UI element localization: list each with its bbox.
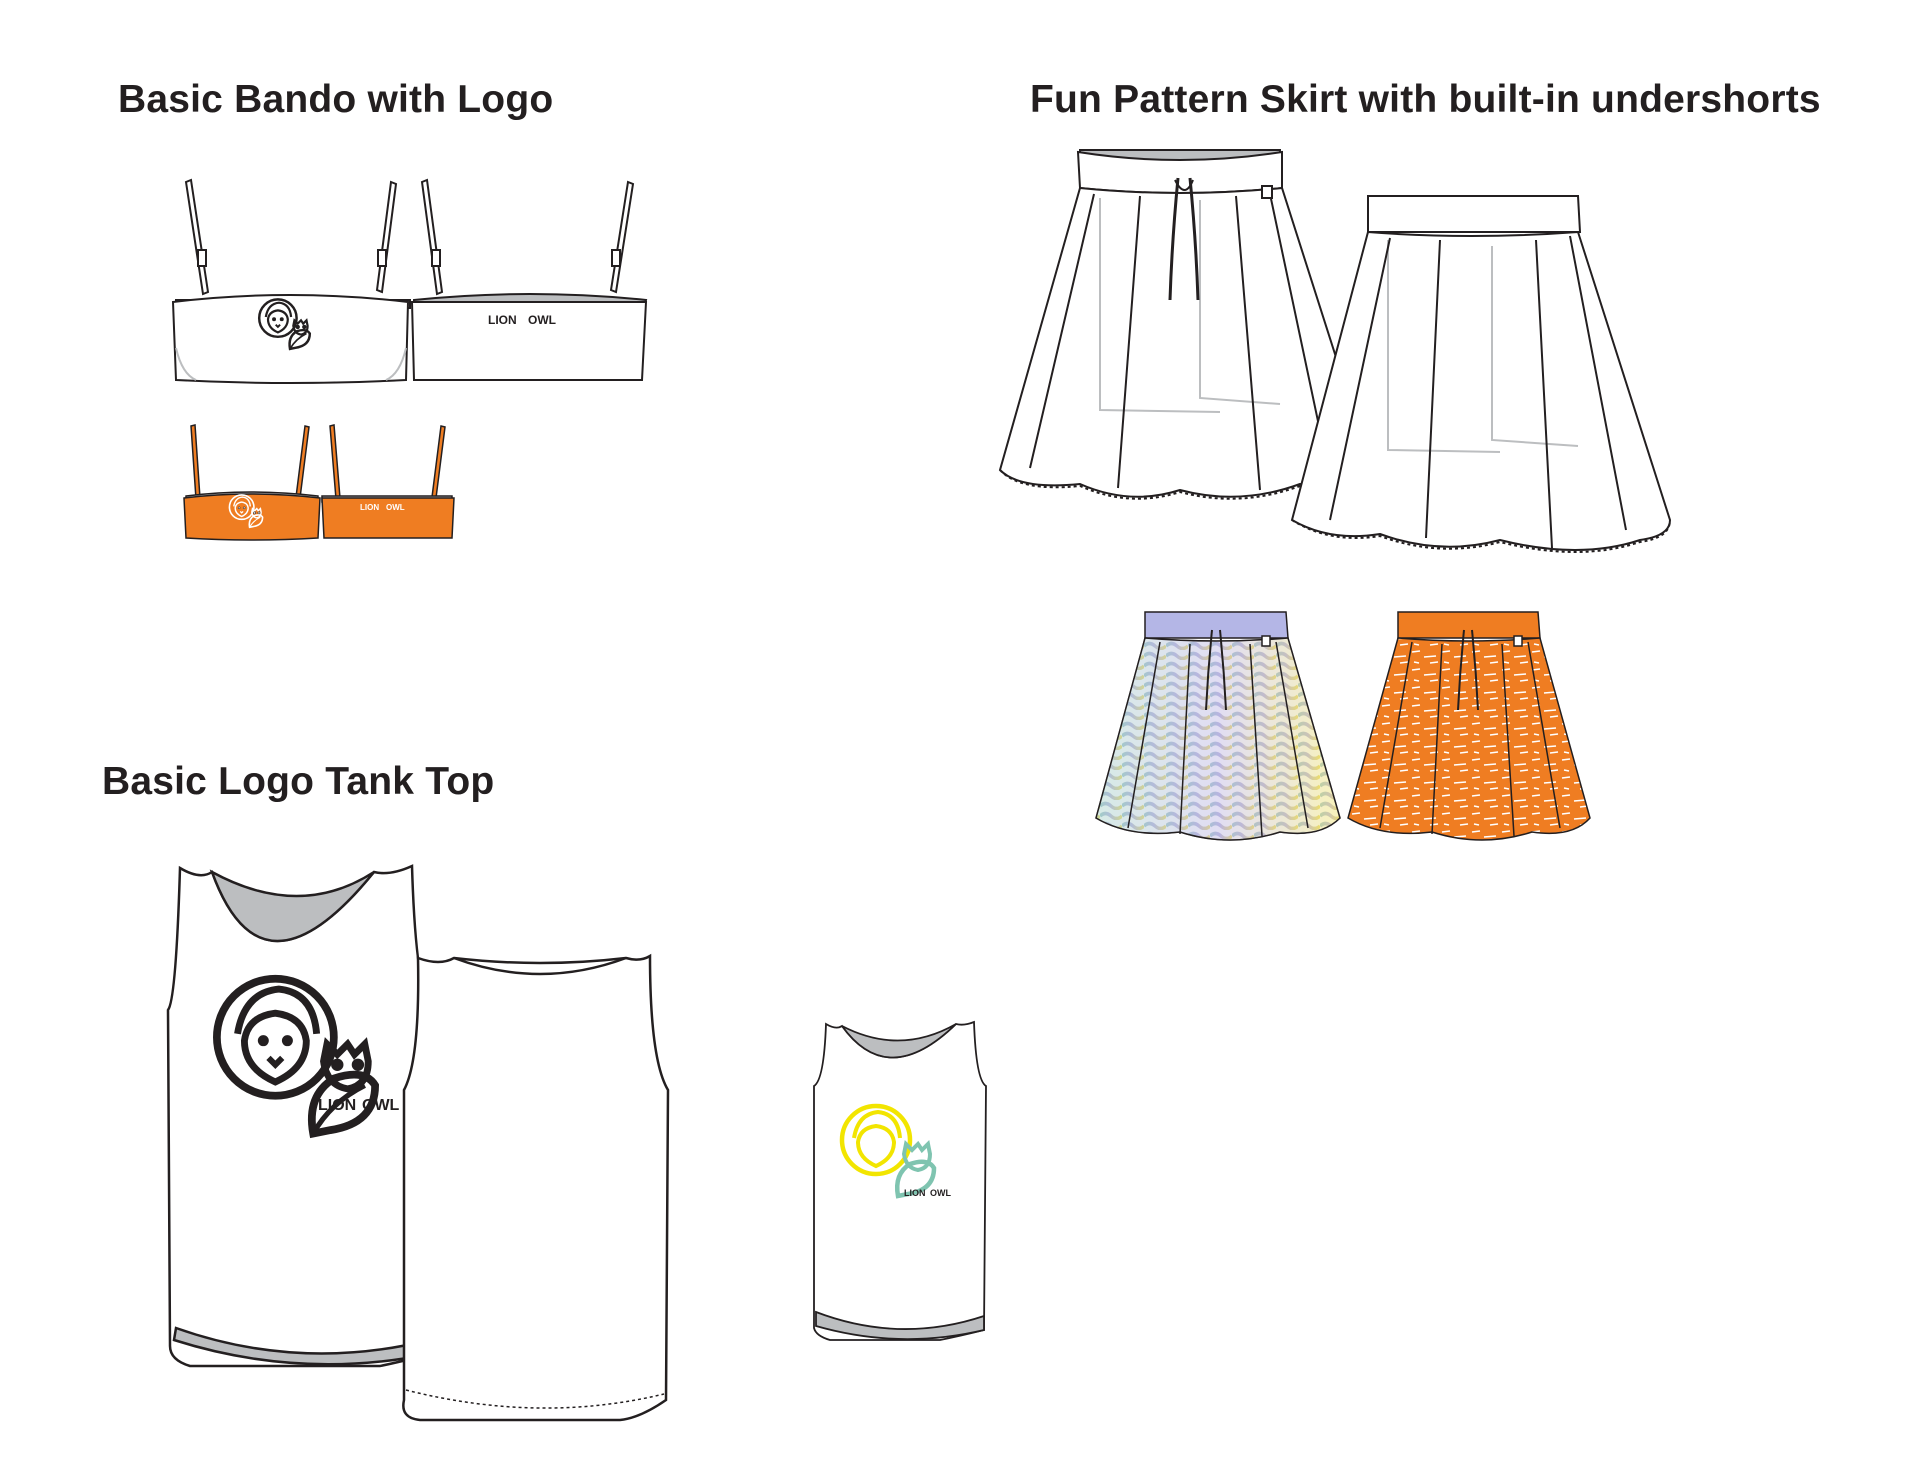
bando-title: Basic Bando with Logo [118, 78, 554, 121]
tank-title: Basic Logo Tank Top [102, 760, 495, 803]
skirt-title: Fun Pattern Skirt with built-in undersho… [1030, 78, 1821, 121]
skirt-front-sketch [998, 149, 1374, 500]
bando-orange-logo-lion: LION [360, 503, 379, 512]
bando-back-logo-text: LION [488, 313, 517, 327]
tank-colorway-logo-lion: LION [904, 1188, 926, 1198]
tank-front-sketch: LION OWL [166, 864, 436, 1368]
skirt-orange-colorway [1347, 611, 1591, 841]
tank-colorway-sketch: LION OWL [813, 1020, 987, 1341]
tank-front-logo-lion: LION [318, 1097, 356, 1114]
bando-back-logo-owl: OWL [528, 313, 556, 327]
skirt-back-sketch [1290, 195, 1672, 553]
lion-owl-logo-icon [839, 1103, 937, 1199]
bando-orange-back: LION OWL [321, 424, 455, 539]
bando-orange-logo-owl: OWL [386, 503, 405, 512]
skirt-lavender-colorway [1095, 611, 1341, 841]
tank-front-logo-owl: OWL [362, 1097, 400, 1114]
tank-back-sketch [402, 953, 670, 1422]
bando-orange-front [183, 424, 321, 541]
bando-front-sketch [171, 178, 411, 384]
tank-colorway-logo-owl: OWL [930, 1188, 951, 1198]
bando-back-sketch: LION OWL [410, 178, 648, 381]
